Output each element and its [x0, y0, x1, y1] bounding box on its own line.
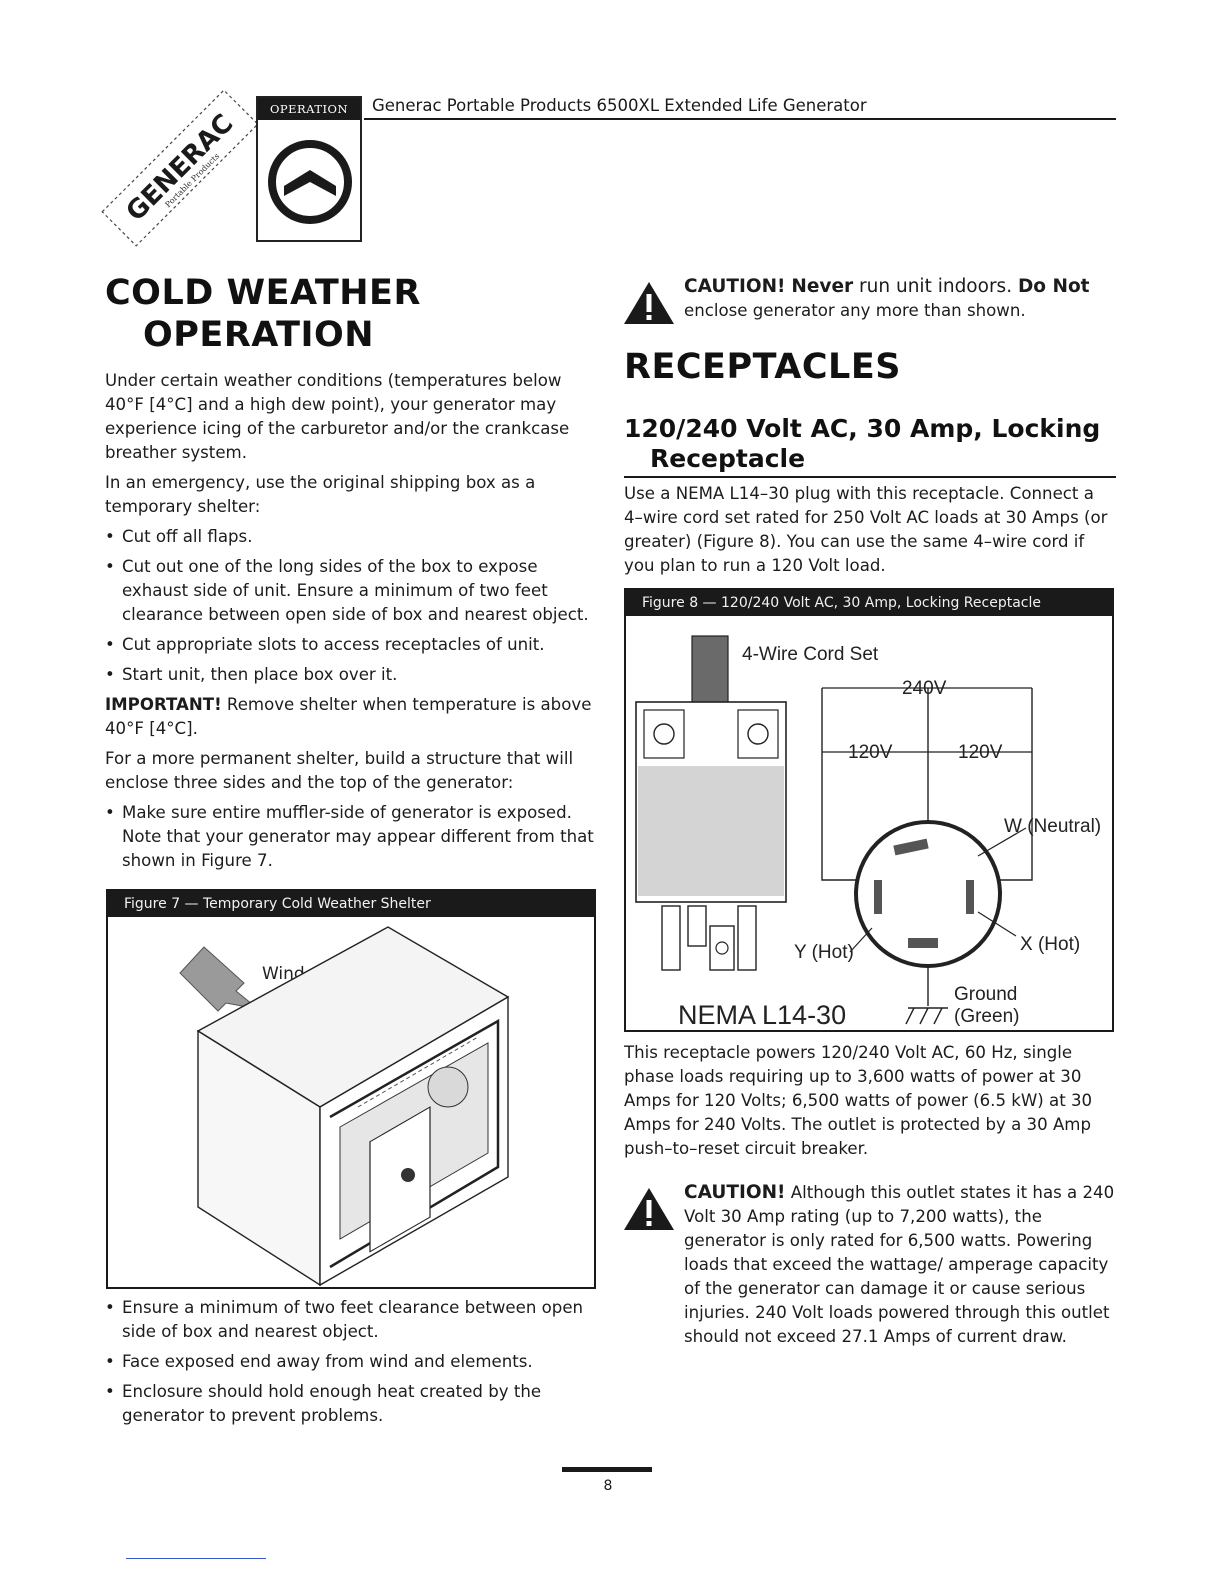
- subheading-rule: [624, 476, 1116, 478]
- receptacle-paragraph-2: This receptacle powers 120/240 Volt AC, …: [624, 1043, 1093, 1158]
- list-item: Face exposed end away from wind and elem…: [105, 1350, 595, 1374]
- cold-weather-heading-line1: COLD WEATHER: [105, 273, 421, 313]
- important-label: IMPORTANT!: [105, 695, 222, 714]
- figure-8-caption: Figure 8 — 120/240 Volt AC, 30 Amp, Lock…: [626, 590, 1112, 616]
- footer-rule: [126, 1558, 266, 1559]
- cold-weather-body: Under certain weather conditions (temper…: [105, 369, 595, 879]
- receptacle-subheading-line1: 120/240 Volt AC, 30 Amp, Locking: [624, 414, 1101, 443]
- important-text: Remove shelter when temperature is above…: [105, 695, 592, 738]
- fig8-cord-label: 4-Wire Cord Set: [742, 644, 879, 665]
- operation-icon: [268, 140, 352, 224]
- operation-badge: OPERATION: [256, 96, 362, 242]
- caution-1-donot: Do Not: [1017, 276, 1090, 297]
- operation-badge-label: OPERATION: [258, 98, 360, 120]
- cold-weather-tips: Ensure a minimum of two feet clearance b…: [105, 1296, 595, 1434]
- shelter-illustration: Wind: [179, 926, 510, 1287]
- caution-2-text: Although this outlet states it has a 240…: [684, 1183, 1115, 1346]
- list-item: Cut out one of the long sides of the box…: [105, 555, 595, 627]
- important-paragraph: IMPORTANT! Remove shelter when temperatu…: [105, 693, 595, 741]
- logo-text: GENERAC: [121, 109, 240, 228]
- caution-triangle-icon: [624, 282, 674, 324]
- permanent-paragraph: For a more permanent shelter, build a st…: [105, 749, 574, 792]
- list-item: Start unit, then place box over it.: [105, 663, 595, 687]
- header-title: Generac Portable Products 6500XL Extende…: [372, 96, 867, 115]
- emergency-paragraph: In an emergency, use the original shippi…: [105, 473, 536, 516]
- fig8-green-label: (Green): [954, 1006, 1019, 1027]
- caution-triangle-icon: [624, 1188, 674, 1230]
- caution-2-label: CAUTION!: [684, 1182, 786, 1203]
- fig8-120v-right-label: 120V: [958, 742, 1003, 763]
- list-item: Cut off all flaps.: [105, 525, 595, 549]
- cold-weather-heading-line2: OPERATION: [143, 315, 375, 355]
- caution-1-mid: run unit indoors.: [853, 276, 1018, 297]
- receptacles-heading: RECEPTACLES: [624, 347, 901, 387]
- wind-arrow-icon: [179, 946, 259, 1012]
- generac-logo: GENERAC Portable Products: [100, 88, 260, 248]
- caution-2: CAUTION! Although this outlet states it …: [684, 1181, 1116, 1349]
- list-item: Cut appropriate slots to access receptac…: [105, 633, 595, 657]
- fig8-120v-left-label: 120V: [848, 742, 893, 763]
- intro-paragraph: Under certain weather conditions (temper…: [105, 371, 570, 462]
- page-number-rule: [562, 1467, 652, 1472]
- fig8-yhot-label: Y (Hot): [794, 942, 854, 963]
- fig8-ground-label: Ground: [954, 984, 1017, 1005]
- list-item: Ensure a minimum of two feet clearance b…: [105, 1296, 595, 1344]
- list-item: Make sure entire muffler-side of generat…: [105, 801, 595, 873]
- figure-7-caption: Figure 7 — Temporary Cold Weather Shelte…: [108, 891, 594, 917]
- caution-1: CAUTION! Never run unit indoors. Do Not …: [684, 275, 1114, 323]
- fig8-neutral-label: W (Neutral): [1004, 816, 1101, 837]
- caution-1-tail: enclose generator any more than shown.: [684, 301, 1026, 320]
- fig8-240v-label: 240V: [902, 678, 947, 699]
- caution-1-label: CAUTION!: [684, 276, 786, 297]
- header-rule: [364, 118, 1116, 120]
- receptacle-paragraph-1: Use a NEMA L14–30 plug with this recepta…: [624, 484, 1108, 575]
- caution-1-never: Never: [791, 276, 854, 297]
- fig8-nema-label: NEMA L14-30: [678, 1000, 846, 1030]
- figure-8: Figure 8 — 120/240 Volt AC, 30 Amp, Lock…: [624, 588, 1114, 1032]
- page-number: 8: [603, 1478, 613, 1494]
- figure-7: Figure 7 — Temporary Cold Weather Shelte…: [106, 889, 596, 1289]
- fig8-xhot-label: X (Hot): [1020, 934, 1080, 955]
- list-item: Enclosure should hold enough heat create…: [105, 1380, 595, 1428]
- receptacle-subheading-line2: Receptacle: [650, 444, 806, 473]
- receptacle-diagram: 4-Wire Cord Set 240V 120V 120V W (Neutra…: [635, 635, 1101, 1030]
